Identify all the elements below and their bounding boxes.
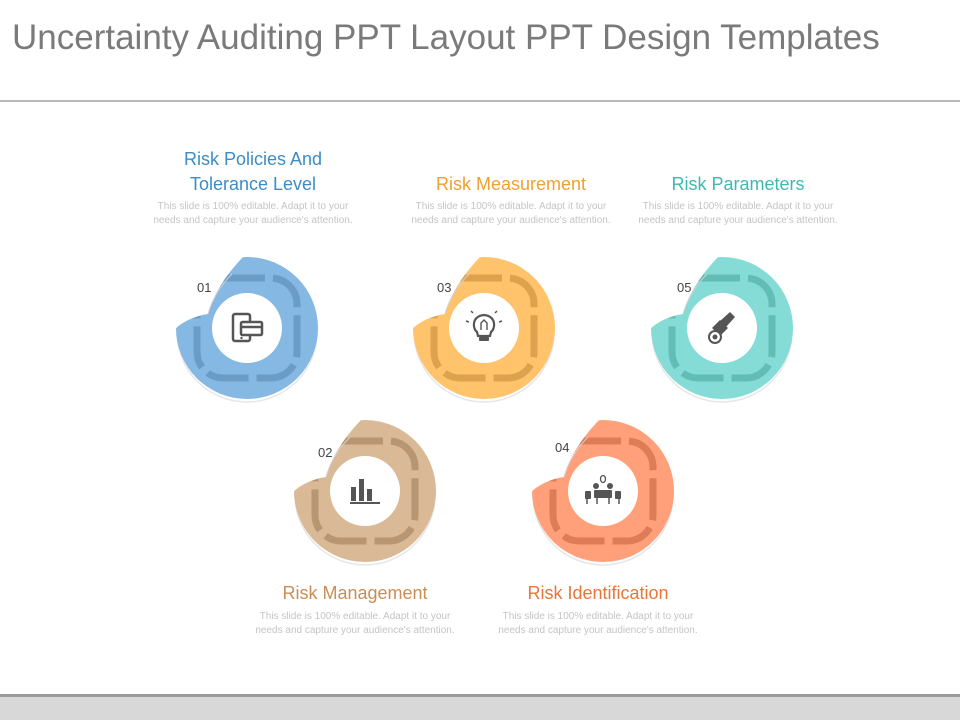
title-divider xyxy=(0,100,960,102)
item-05-title: Risk Parameters xyxy=(671,174,805,194)
item-03-number: 03 xyxy=(437,280,451,295)
item-01-title: Risk Policies And Tolerance Level xyxy=(183,149,323,194)
item-01-description: This slide is 100% editable. Adapt it to… xyxy=(153,201,353,226)
tablet-card-icon xyxy=(231,312,264,343)
item-02-description: This slide is 100% editable. Adapt it to… xyxy=(255,611,455,636)
bar-chart-icon xyxy=(350,479,380,504)
item-03-title: Risk Measurement xyxy=(435,174,587,194)
slide-title: Uncertainty Auditing PPT Layout PPT Desi… xyxy=(12,18,880,57)
hand-coin-icon xyxy=(708,312,735,344)
item-04-title: Risk Identification xyxy=(527,583,669,603)
item-01-circle: 01 xyxy=(174,254,318,403)
item-02-title: Risk Management xyxy=(282,583,428,603)
meeting-icon xyxy=(585,474,621,504)
item-05-number: 05 xyxy=(677,280,691,295)
item-02-number: 02 xyxy=(318,445,332,460)
item-04-description: This slide is 100% editable. Adapt it to… xyxy=(498,611,698,636)
item-03-description: This slide is 100% editable. Adapt it to… xyxy=(411,201,611,226)
item-04-circle: 04 xyxy=(530,417,674,566)
item-04-number: 04 xyxy=(555,440,569,455)
item-05-description: This slide is 100% editable. Adapt it to… xyxy=(638,201,838,226)
footer-bar xyxy=(0,694,960,720)
item-01-number: 01 xyxy=(197,280,211,295)
item-05-circle: 05 xyxy=(649,254,793,403)
lightbulb-icon xyxy=(465,310,503,341)
item-03-circle: 03 xyxy=(411,254,555,403)
item-02-circle: 02 xyxy=(292,417,436,566)
